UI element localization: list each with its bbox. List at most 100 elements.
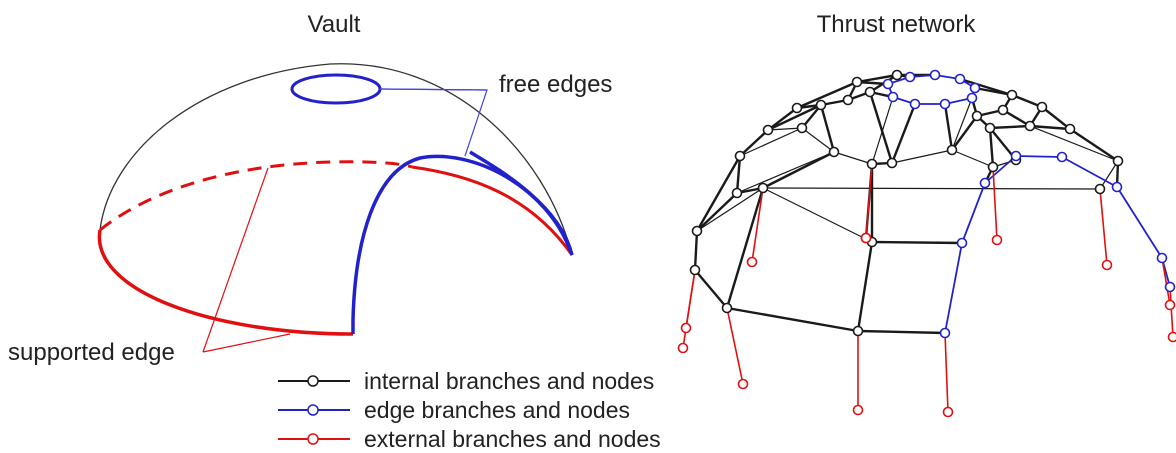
external-branch-2 — [726, 307, 744, 385]
internal-ray-6 — [959, 77, 1013, 97]
internal-node-d2 — [721, 302, 733, 314]
edge-node-r4 — [954, 73, 966, 85]
edge-node-s8 — [1164, 281, 1176, 293]
free-edges-leader-2 — [379, 88, 488, 91]
external-node-x5 — [852, 404, 864, 416]
internal-branch-1 — [739, 129, 769, 157]
external-node-x3 — [737, 378, 749, 390]
internal-branch-13 — [856, 241, 874, 332]
legend-label-edge: edge branches and nodes — [364, 397, 630, 423]
internal-branch-37 — [1069, 128, 1119, 162]
legend-item-edge: edge branches and nodes — [278, 397, 630, 423]
supported-edge-leader-2 — [202, 333, 291, 353]
internal-branch-40 — [762, 150, 835, 190]
internal-node-a3 — [791, 102, 803, 114]
edge-branch-0 — [944, 242, 963, 334]
internal-branch-3 — [796, 80, 858, 110]
edge-node-s6 — [1111, 181, 1123, 193]
internal-branch-4 — [856, 73, 898, 84]
internal-node-a1 — [691, 225, 703, 237]
internal-branch-6 — [735, 155, 742, 194]
internal-node-e8 — [1112, 155, 1124, 167]
internal-branch-24 — [868, 91, 894, 164]
supported-edge-back-right — [411, 165, 574, 256]
internal-branch-26 — [951, 115, 978, 151]
edge-branch-5 — [1116, 186, 1163, 259]
edge-node-r3 — [929, 69, 941, 81]
internal-node-e6 — [1036, 101, 1048, 113]
supported-edge-front — [97, 229, 354, 336]
internal-branch-5 — [696, 192, 738, 232]
vault-outline — [99, 63, 573, 256]
internal-node-d3 — [852, 325, 864, 337]
internal-node-c5 — [886, 157, 898, 169]
supported-edge-leader — [202, 167, 269, 353]
edge-node-r8 — [909, 98, 921, 110]
internal-branch-thin-10 — [736, 151, 835, 194]
internal-branch-29 — [988, 127, 995, 168]
external-branch-9 — [1161, 257, 1171, 306]
edge-node-r7 — [939, 98, 951, 110]
internal-branch-0 — [695, 155, 742, 232]
external-node-x6 — [860, 232, 872, 244]
internal-node-a4 — [851, 76, 863, 88]
internal-node-e2 — [971, 110, 983, 122]
external-node-x1 — [680, 322, 692, 334]
internal-branch-thin-15 — [1099, 160, 1119, 190]
edge-node-s2 — [1056, 151, 1068, 163]
internal-node-c2 — [796, 122, 808, 134]
external-branch-3 — [751, 187, 764, 263]
internal-node-c6 — [946, 144, 958, 156]
edge-node-r9 — [887, 91, 899, 103]
internal-branch-11 — [857, 329, 946, 335]
legend-item-internal: internal branches and nodes — [278, 368, 654, 394]
external-branch-10 — [1169, 286, 1174, 338]
internal-ray-3 — [943, 103, 954, 151]
internal-node-b2 — [762, 124, 774, 136]
edge-node-r5 — [969, 82, 981, 94]
arch-free-edge — [351, 150, 574, 334]
internal-branch-thin-2 — [833, 151, 873, 165]
external-node-x2 — [677, 342, 689, 354]
external-node-x10 — [1164, 299, 1176, 311]
internal-branch-thin-4 — [891, 149, 953, 164]
internal-node-e4 — [1024, 120, 1036, 132]
external-branch-8 — [1099, 188, 1108, 266]
free-edges-leader — [379, 88, 488, 157]
external-branch-6 — [944, 332, 949, 413]
internal-branch-35 — [1011, 93, 1043, 109]
edge-node-s7 — [1156, 252, 1168, 264]
internal-branch-10 — [726, 306, 859, 333]
legend: internal branches and nodes edge branche… — [278, 368, 661, 452]
legend-label-external: external branches and nodes — [364, 426, 661, 452]
external-node-x7 — [942, 406, 954, 418]
internal-node-b5 — [864, 86, 876, 98]
internal-node-c3 — [828, 146, 840, 158]
internal-node-c7 — [987, 161, 999, 173]
external-branch-5 — [865, 163, 873, 239]
thrust-network-title: Thrust network — [817, 11, 977, 38]
internal-branch-thin-13 — [951, 97, 973, 151]
edge-branch-1 — [961, 182, 986, 244]
internal-branch-30 — [989, 124, 1031, 130]
vault-drawing: free edges supported edge — [8, 63, 612, 366]
edge-node-s4 — [956, 237, 968, 249]
internal-branch-thin-16 — [762, 187, 1101, 190]
internal-node-e3 — [997, 104, 1009, 116]
internal-node-c1 — [757, 182, 769, 194]
legend-label-internal: internal branches and nodes — [364, 368, 654, 394]
internal-branch-12 — [725, 187, 765, 309]
internal-branch-38 — [1029, 124, 1071, 131]
edge-node-s5 — [939, 327, 951, 339]
legend-item-external: external branches and nodes — [278, 426, 661, 452]
edge-node-r2 — [904, 71, 916, 83]
internal-branch-thin-0 — [739, 127, 803, 157]
internal-branch-18 — [767, 103, 822, 132]
edge-branch-4 — [1061, 156, 1118, 188]
edge-branch-3 — [1015, 155, 1063, 158]
top-opening-free-edge — [290, 73, 382, 105]
internal-node-b3 — [815, 99, 827, 111]
thrust-network-drawing — [677, 69, 1176, 418]
internal-branch-thin-9 — [762, 187, 873, 243]
